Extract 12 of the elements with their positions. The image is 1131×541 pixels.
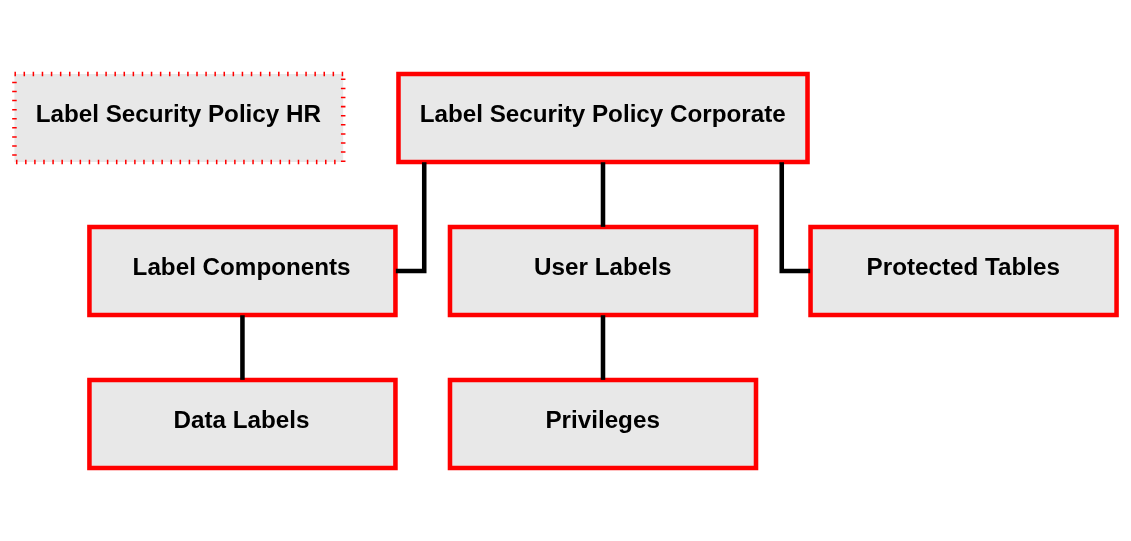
connector bbox=[600, 314, 606, 380]
connector bbox=[600, 161, 606, 227]
node-box: Data Labels bbox=[87, 377, 398, 470]
connector bbox=[779, 161, 811, 273]
node-box: Label Security Policy HR bbox=[12, 71, 346, 164]
node-box: Protected Tables bbox=[808, 224, 1119, 317]
connector bbox=[395, 161, 427, 273]
node-box: User Labels bbox=[447, 224, 759, 317]
node-box: Label Security Policy Corporate bbox=[396, 71, 810, 164]
node-box: Privileges bbox=[447, 377, 759, 470]
connector bbox=[240, 314, 245, 380]
node-box: Label Components bbox=[87, 224, 398, 317]
